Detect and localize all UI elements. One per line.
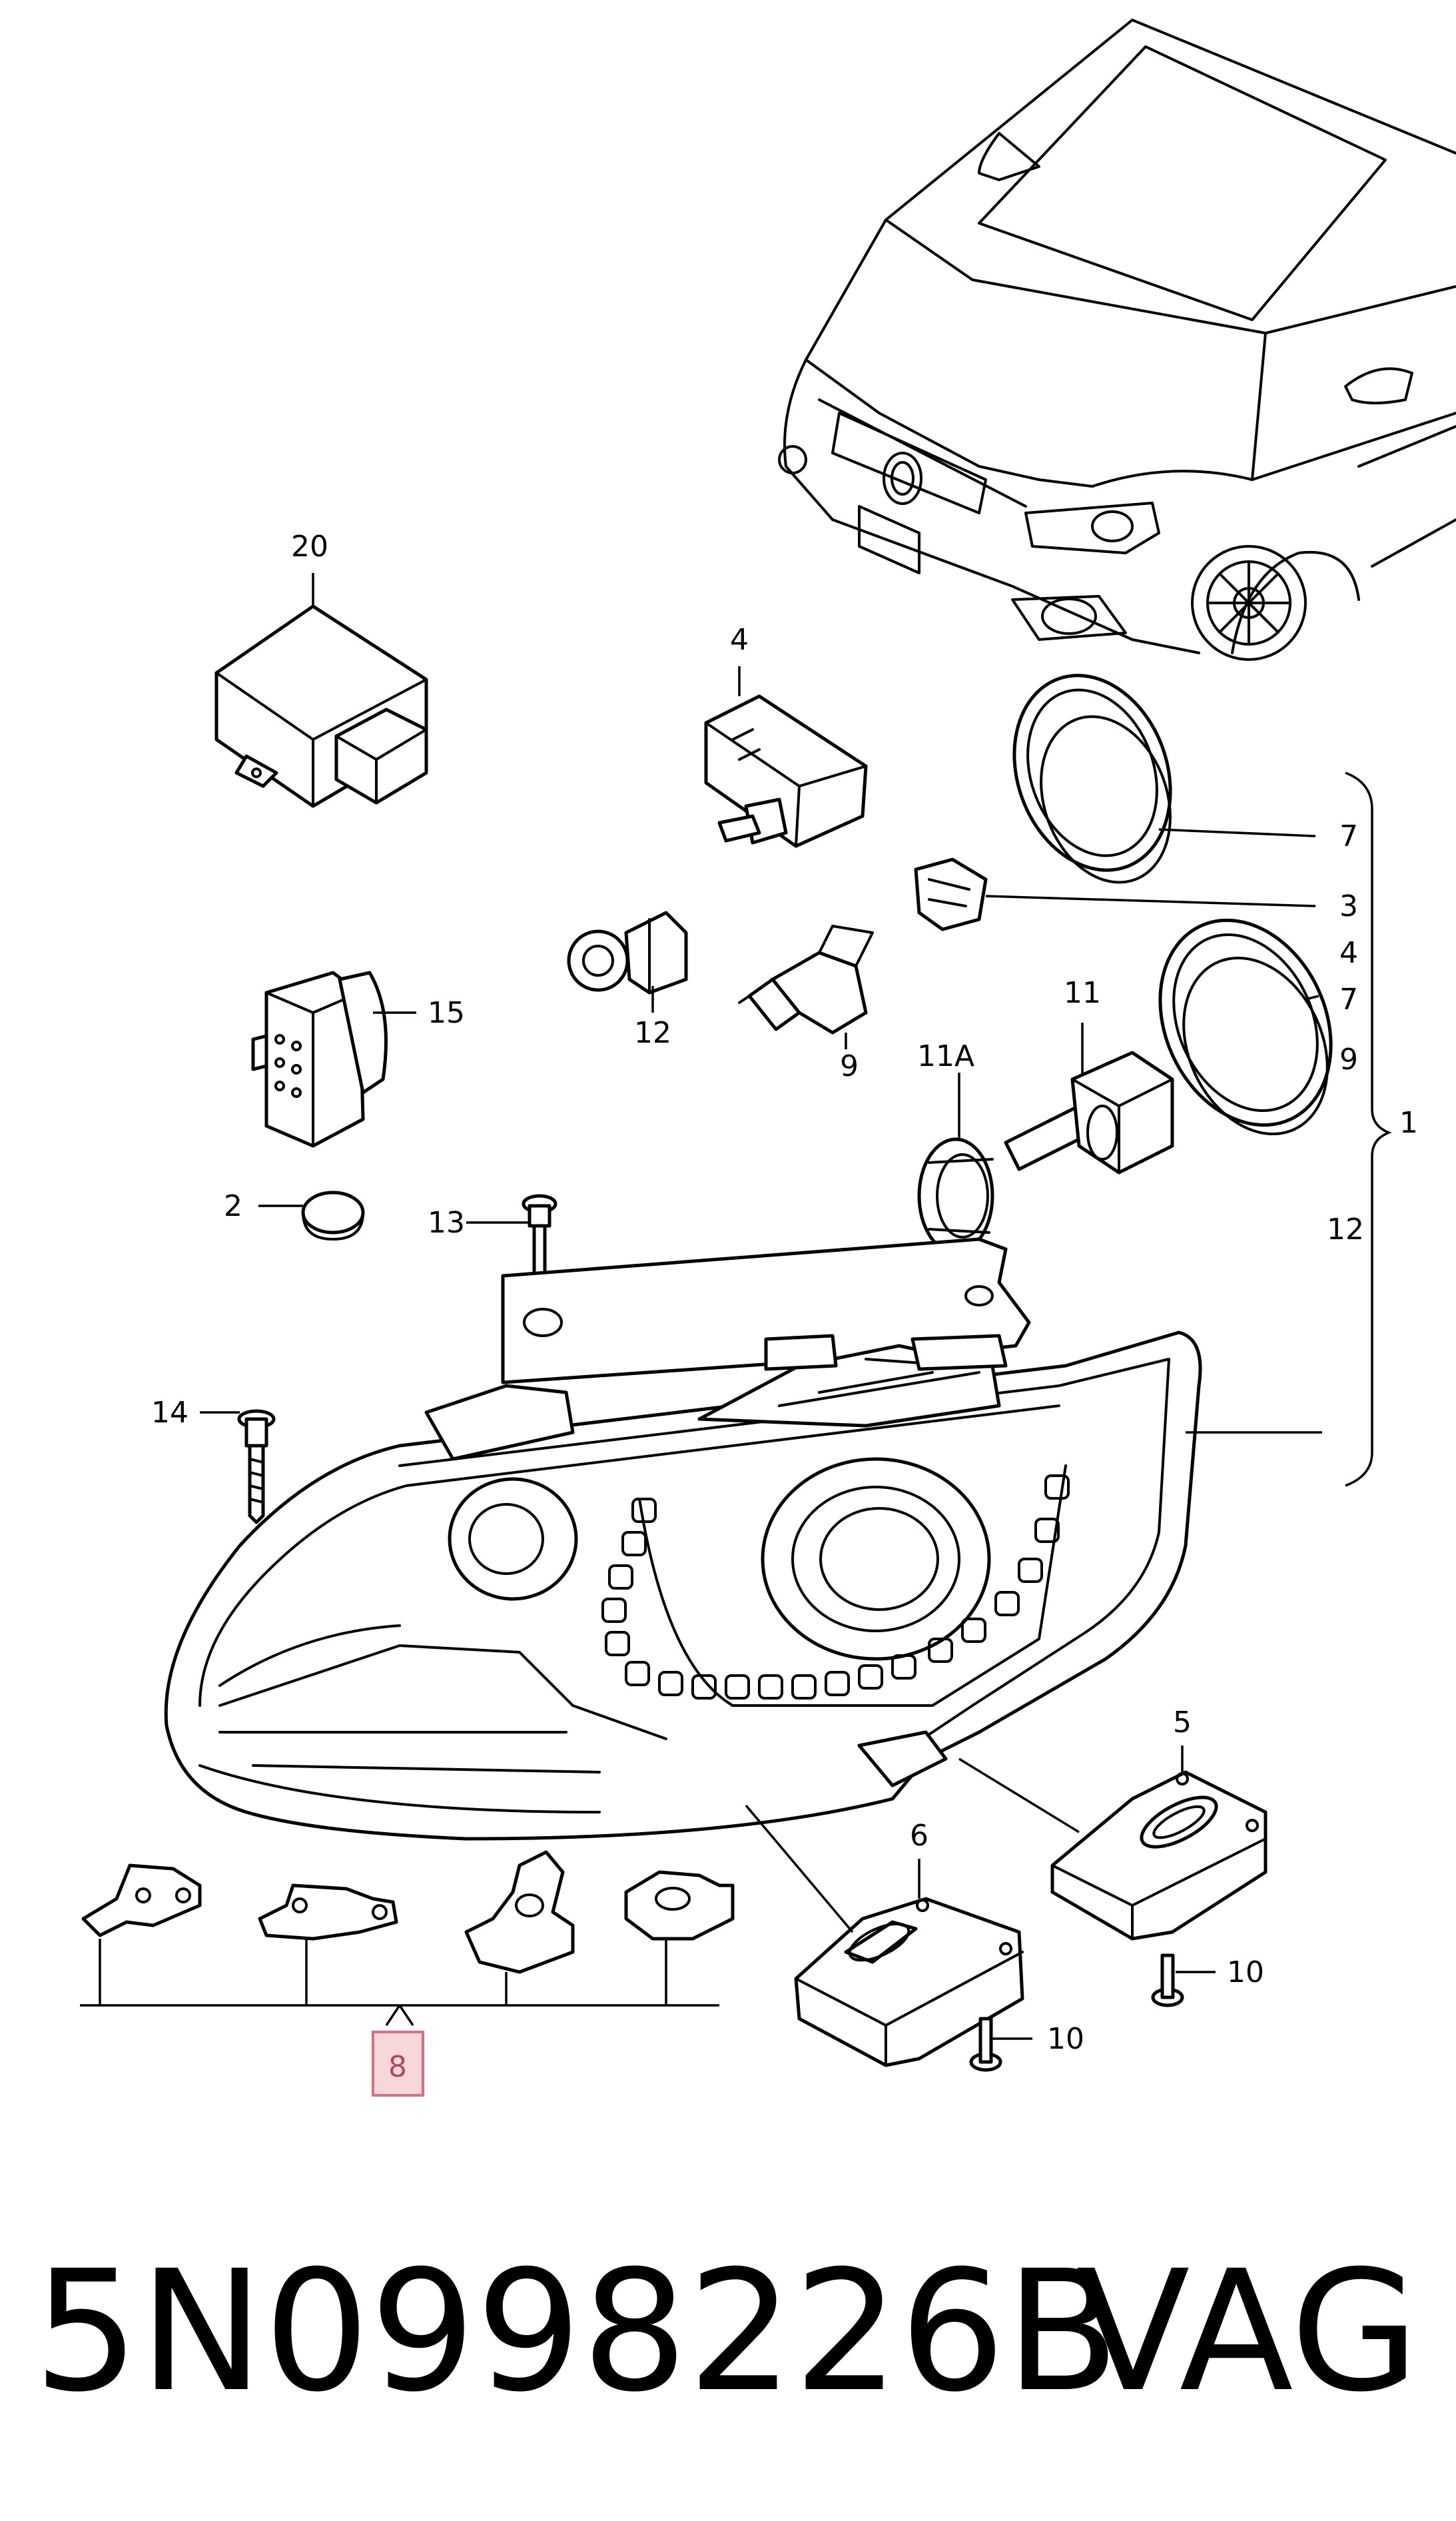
callout-11: 11	[1064, 976, 1101, 1010]
callout-1: 1	[1399, 1106, 1418, 1140]
callout-3: 3	[1339, 889, 1358, 923]
range-motor-4	[704, 694, 868, 848]
callout-14: 14	[151, 1396, 188, 1430]
callout-10-a: 10	[1047, 2022, 1084, 2056]
callout-12-bracket: 12	[1327, 1213, 1364, 1247]
screw-10-b	[1151, 1953, 1184, 2007]
bolt-14	[237, 1409, 276, 1524]
cap-2	[301, 1191, 365, 1241]
callout-4-top: 4	[730, 623, 749, 657]
bulb-9	[738, 925, 874, 1035]
callout-10-b: 10	[1227, 1955, 1264, 1989]
callout-15: 15	[428, 996, 465, 1030]
callout-6: 6	[910, 1819, 928, 1853]
callout-7-top: 7	[1339, 819, 1358, 853]
callout-8-highlight	[372, 2031, 424, 2097]
sealing-ring-7-top	[1012, 674, 1172, 884]
part-number-text: 5N0998226B	[33, 2235, 1120, 2428]
connector-15	[251, 971, 388, 1148]
callout-13: 13	[428, 1206, 465, 1240]
brand-text: VAG	[1076, 2235, 1419, 2428]
callout-12-bulb: 12	[634, 1016, 671, 1050]
sealing-ring-7-mid	[1158, 918, 1333, 1136]
callout-11a: 11A	[917, 1039, 974, 1073]
callout-4-bracket: 4	[1339, 936, 1358, 970]
bulb-12	[567, 911, 688, 995]
xenon-bulb-11	[1004, 1051, 1174, 1175]
screw-10-a	[969, 2017, 1002, 2072]
callout-20: 20	[291, 530, 328, 564]
callout-8: 8	[388, 2050, 407, 2084]
callout-2: 2	[224, 1189, 242, 1223]
group-brace-1	[1345, 771, 1392, 1487]
locking-ring-11a	[917, 1137, 994, 1255]
ballast-unit-6	[794, 1897, 1024, 2067]
ballast-unit-5	[1050, 1770, 1268, 1941]
headlight-assembly-1	[164, 1330, 1202, 1841]
callout-9-bulb: 9	[840, 1049, 859, 1083]
callout-7-mid: 7	[1339, 983, 1358, 1017]
callout-9-bracket: 9	[1339, 1043, 1358, 1077]
leader-lines	[200, 573, 1322, 2040]
control-unit-20	[214, 604, 428, 808]
repair-bracket-set-8	[80, 1850, 735, 2026]
callout-5: 5	[1173, 1706, 1192, 1740]
car-illustration	[778, 19, 1456, 661]
bulb-holder-3	[914, 857, 988, 931]
callout-labels: 20 4 7 3 4 7 9 1 12 12 9 15 11 11A 2 13 …	[151, 530, 1418, 2097]
